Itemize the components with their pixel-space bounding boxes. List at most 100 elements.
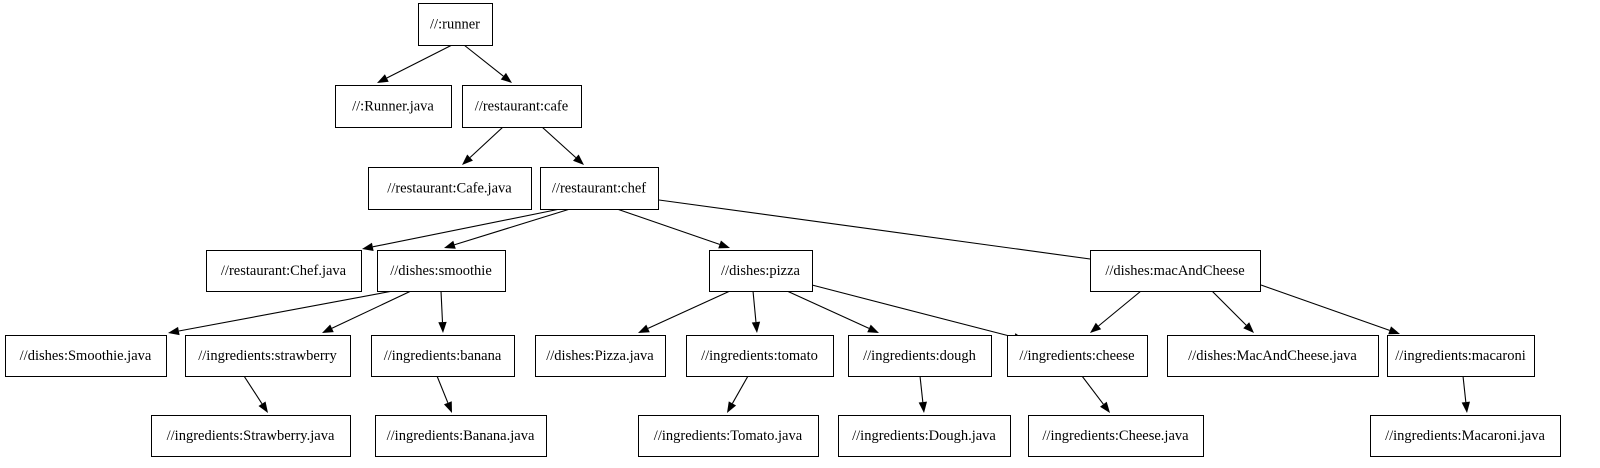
node-box[interactable] [5, 335, 167, 377]
graph-node-ing_banana[interactable]: //ingredients:banana [371, 335, 515, 377]
graph-node-ing_dough[interactable]: //ingredients:dough [848, 335, 992, 377]
node-box[interactable] [185, 335, 351, 377]
node-box[interactable] [1167, 335, 1379, 377]
node-label: //restaurant:Cafe.java [387, 180, 512, 196]
node-box[interactable] [848, 335, 992, 377]
edge-layer [168, 44, 1470, 413]
graph-edge [362, 208, 561, 251]
graph-node-ing_tomato[interactable]: //ingredients:tomato [686, 335, 834, 377]
graph-node-runner_java[interactable]: //:Runner.java [335, 85, 452, 128]
graph-edge [1211, 290, 1254, 333]
edge-line [1081, 375, 1104, 405]
edge-line [436, 375, 449, 404]
node-box[interactable] [462, 85, 582, 128]
graph-edge [541, 126, 584, 165]
graph-node-pizza_java[interactable]: //dishes:Pizza.java [535, 335, 666, 377]
edge-arrowhead [1461, 401, 1470, 413]
graph-node-dishes_pizza[interactable]: //dishes:pizza [709, 250, 813, 292]
graph-node-mac_java[interactable]: //dishes:MacAndCheese.java [1167, 335, 1379, 377]
graph-node-dishes_mac[interactable]: //dishes:macAndCheese [1090, 250, 1261, 292]
graph-node-smoothie_java[interactable]: //dishes:Smoothie.java [5, 335, 167, 377]
graph-node-macaroni_java[interactable]: //ingredients:Macaroni.java [1370, 415, 1561, 457]
node-box[interactable] [335, 85, 452, 128]
graph-node-cheese_java[interactable]: //ingredients:Cheese.java [1028, 415, 1204, 457]
node-label: //ingredients:macaroni [1395, 348, 1525, 364]
node-box[interactable] [377, 250, 506, 292]
node-box[interactable] [535, 335, 666, 377]
edge-arrowhead [573, 154, 584, 165]
edge-line [463, 44, 504, 77]
node-box[interactable] [1090, 250, 1261, 292]
edge-arrowhead [1243, 322, 1254, 333]
node-box[interactable] [1370, 415, 1561, 457]
node-box[interactable] [206, 250, 362, 292]
node-box[interactable] [540, 167, 659, 210]
graph-node-ing_strawberry[interactable]: //ingredients:strawberry [185, 335, 351, 377]
graph-node-cafe_java[interactable]: //restaurant:Cafe.java [368, 167, 532, 210]
edge-line [243, 375, 263, 405]
edge-arrowhead [1100, 401, 1110, 413]
edge-arrowhead [322, 324, 334, 333]
graph-node-banana_java[interactable]: //ingredients:Banana.java [375, 415, 547, 457]
graph-edge [638, 290, 731, 333]
graph-edge [463, 44, 512, 83]
graph-edge [322, 290, 412, 333]
graph-node-restaurant_cafe[interactable]: //restaurant:cafe [462, 85, 582, 128]
edge-arrowhead [444, 240, 456, 249]
node-box[interactable] [838, 415, 1011, 457]
node-box[interactable] [1028, 415, 1204, 457]
graph-edge [1081, 375, 1110, 413]
edge-arrowhead [751, 321, 761, 333]
node-box[interactable] [151, 415, 351, 457]
edge-line [331, 290, 412, 329]
node-label: //dishes:MacAndCheese.java [1188, 348, 1357, 364]
node-label: //:Runner.java [352, 98, 434, 114]
node-label: //dishes:macAndCheese [1105, 263, 1244, 279]
graph-edge [462, 126, 504, 165]
node-label: //dishes:pizza [721, 263, 800, 279]
graph-edge [811, 284, 1025, 342]
node-label: //restaurant:chef [552, 180, 646, 196]
node-label: //:runner [430, 16, 480, 32]
node-label: //ingredients:tomato [701, 348, 818, 364]
edge-arrowhead [867, 324, 879, 333]
node-layer: //:runner //:Runner.java //restaurant:cafe… [5, 3, 1561, 457]
edge-arrowhead [362, 242, 374, 251]
graph-node-dough_java[interactable]: //ingredients:Dough.java [838, 415, 1011, 457]
node-box[interactable] [375, 415, 547, 457]
edge-line [658, 199, 1102, 262]
graph-node-ing_macaroni[interactable]: //ingredients:macaroni [1387, 335, 1535, 377]
node-box[interactable] [371, 335, 515, 377]
node-box[interactable] [686, 335, 834, 377]
node-box[interactable] [709, 250, 813, 292]
edge-line [386, 44, 453, 79]
graph-node-dishes_smoothie[interactable]: //dishes:smoothie [377, 250, 506, 292]
graph-node-tomato_java[interactable]: //ingredients:Tomato.java [638, 415, 819, 457]
edge-arrowhead [727, 401, 737, 413]
edge-arrowhead [377, 74, 389, 83]
edge-line [786, 290, 870, 329]
edge-arrowhead [718, 240, 730, 249]
graph-node-strawberry_java[interactable]: //ingredients:Strawberry.java [151, 415, 351, 457]
graph-edge [918, 375, 927, 413]
node-box[interactable] [368, 167, 532, 210]
node-label: //ingredients:banana [384, 348, 502, 364]
edge-line [811, 284, 1015, 338]
graph-edge [751, 290, 761, 333]
graph-node-runner[interactable]: //:runner [418, 3, 493, 46]
node-label: //dishes:Pizza.java [546, 348, 654, 364]
edge-line [1462, 375, 1467, 403]
node-box[interactable] [1007, 335, 1148, 377]
graph-node-restaurant_chef[interactable]: //restaurant:chef [540, 167, 659, 210]
node-label: //dishes:Smoothie.java [20, 348, 152, 364]
edge-arrowhead [462, 154, 473, 165]
graph-node-chef_java[interactable]: //restaurant:Chef.java [206, 250, 362, 292]
node-box[interactable] [418, 3, 493, 46]
edge-line [647, 290, 731, 329]
graph-node-ing_cheese[interactable]: //ingredients:cheese [1007, 335, 1148, 377]
graph-edge [243, 375, 268, 413]
node-box[interactable] [638, 415, 819, 457]
node-box[interactable] [1387, 335, 1535, 377]
edge-arrowhead [1388, 326, 1400, 335]
